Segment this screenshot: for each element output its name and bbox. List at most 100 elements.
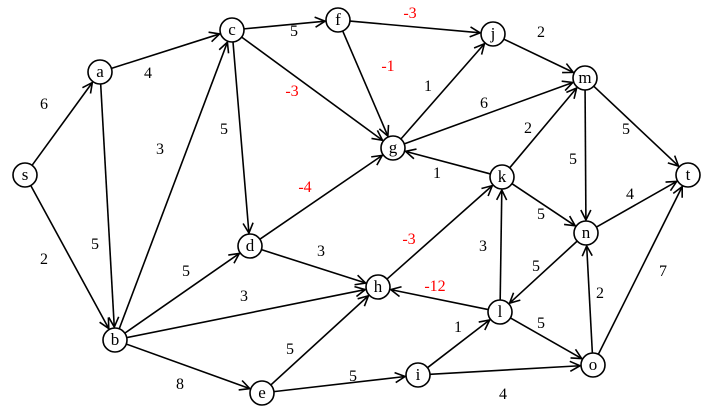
edge-weight-h-k: -3 [402,231,415,248]
node-c: c [219,17,245,43]
edge-j-m [503,38,573,72]
edge-a-c [111,34,219,70]
edge-weight-j-m: 2 [537,24,545,41]
node-circle [237,233,263,259]
edge-e-h [270,296,369,386]
node-circle [675,162,701,188]
node-circle [405,362,431,388]
edge-a-b [99,83,115,327]
edge-weight-k-n: 5 [537,206,545,223]
edge-l-h [391,290,489,311]
edge-weight-o-n: 2 [596,285,604,302]
node-e: e [249,380,275,406]
edge-weight-l-k: 3 [479,238,487,255]
node-label: b [111,330,120,349]
node-label: k [498,167,507,186]
edge-o-n [587,246,594,354]
edge-c-g [241,36,383,140]
edge-weight-s-a: 6 [40,96,48,113]
node-b: b [102,327,128,353]
edge-k-n [511,182,575,226]
edge-n-t [596,181,676,228]
node-label: c [228,20,236,39]
edge-weight-a-b: 5 [91,236,99,253]
edge-l-k [500,190,502,301]
node-label: d [246,236,255,255]
edge-weight-f-g: -1 [381,58,394,75]
edge-weight-e-h: 5 [286,341,294,358]
edge-k-m [509,88,577,169]
node-circle [219,17,245,43]
node-o: o [580,352,606,378]
edge-weight-c-g: -3 [285,83,298,100]
node-n: n [573,220,599,246]
edge-g-m [404,82,573,145]
node-t: t [675,162,701,188]
node-label: a [96,62,104,81]
edge-s-b [30,185,109,329]
node-label: m [578,68,591,87]
edge-weight-s-b: 2 [40,251,48,268]
edge-weight-f-j: -3 [403,5,416,22]
node-label: g [389,138,398,157]
node-j: j [480,21,506,47]
edge-b-d [124,253,239,334]
edge-n-l [510,240,578,303]
edge-weight-b-c: 3 [156,141,164,158]
edge-h-k [386,186,492,280]
edge-weight-g-m: 6 [480,95,488,112]
node-circle [365,274,391,300]
node-circle [325,7,351,33]
edge-e-i [273,376,405,393]
node-d: d [237,233,263,259]
edge-weight-b-d: 5 [182,263,190,280]
node-k: k [489,164,515,190]
node-label: o [589,355,598,374]
edge-g-j [400,44,485,140]
node-label: j [490,24,496,43]
node-a: a [87,59,113,85]
edge-weight-n-t: 4 [626,186,634,203]
edge-k-g [406,151,491,175]
edge-weight-m-n: 5 [569,151,577,168]
edge-c-d [232,41,249,233]
edge-weight-k-m: 2 [524,120,532,137]
edge-weight-m-t: 5 [622,121,630,138]
edge-m-t [593,85,679,166]
node-circle [87,59,113,85]
edge-b-c [118,42,227,330]
node-label: f [335,10,341,29]
node-circle [572,65,598,91]
node-label: i [416,365,421,384]
edge-weight-k-g: 1 [433,165,441,182]
edge-weight-a-c: 4 [144,65,152,82]
node-circle [480,21,506,47]
node-i: i [405,362,431,388]
node-circle [487,299,513,325]
node-label: l [498,302,503,321]
edge-c-f [243,21,325,30]
edge-o-t [597,187,682,355]
edge-i-l [427,320,490,369]
node-h: h [365,274,391,300]
node-circle [489,164,515,190]
edge-m-n [585,89,586,220]
edge-b-h [126,290,365,339]
edge-weight-n-l: 5 [532,258,540,275]
node-s: s [12,162,38,188]
node-label: n [582,223,591,242]
edge-i-o [429,366,580,376]
edge-l-o [510,317,581,359]
edge-f-g [342,30,388,136]
node-l: l [487,299,513,325]
node-m: m [572,65,598,91]
node-circle [249,380,275,406]
edge-b-e [126,343,249,389]
edge-weight-l-o: 5 [537,315,545,332]
edge-d-g [259,155,382,240]
edge-weight-i-o: 4 [499,386,507,403]
edge-weight-o-t: 7 [659,263,667,280]
node-circle [102,327,128,353]
node-f: f [325,7,351,33]
